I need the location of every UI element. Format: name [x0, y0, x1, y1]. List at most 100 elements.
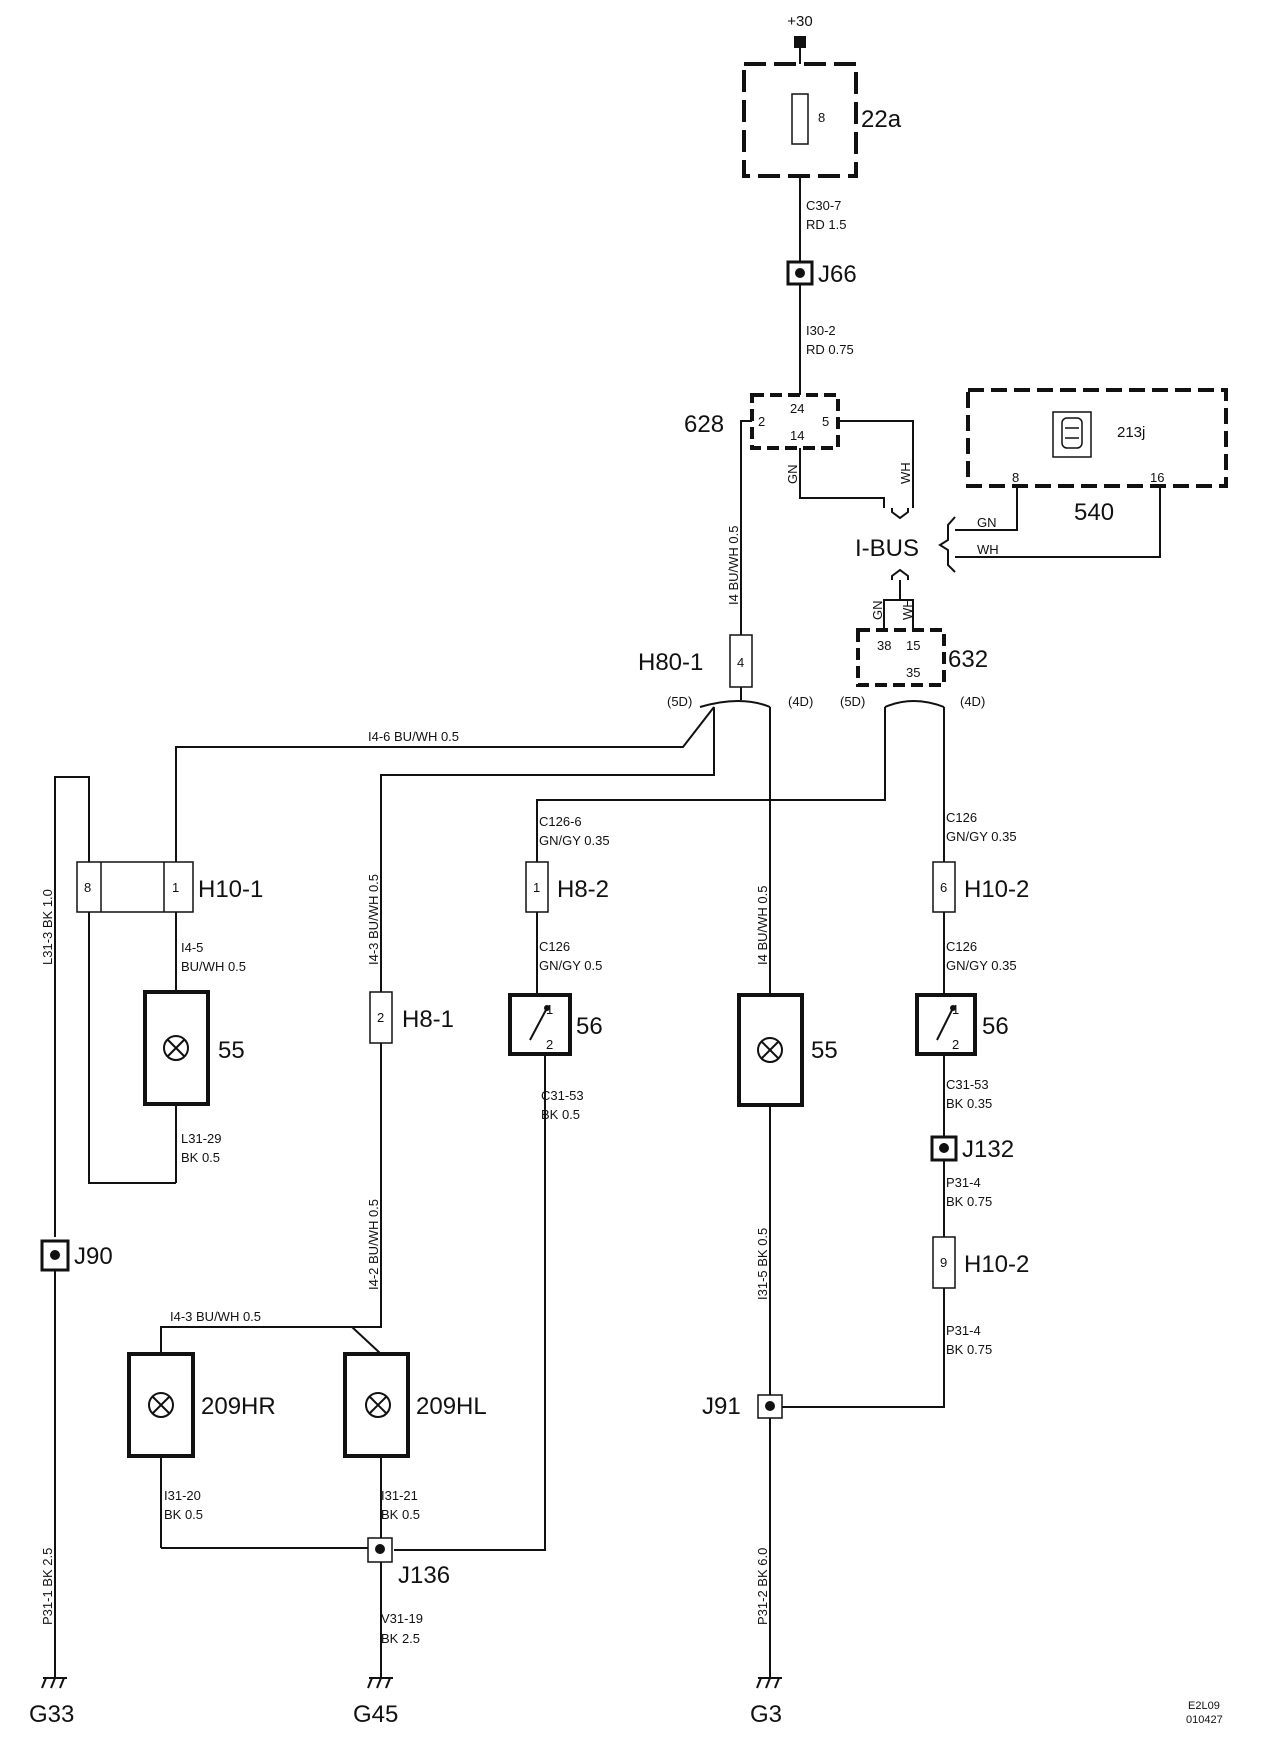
- h10-2-upper-label: H10-2: [964, 876, 1029, 903]
- wires: [54, 40, 1161, 1678]
- wire-label: C30-7: [806, 198, 841, 213]
- ibus-label: I-BUS: [855, 535, 919, 562]
- lamp-icon: [757, 1037, 783, 1063]
- c628-label: 628: [684, 411, 724, 438]
- diagram-date: 010427: [1186, 1714, 1223, 1726]
- wire-label: I31-20: [164, 1488, 201, 1503]
- pin-label: 1: [172, 880, 179, 895]
- car-icon-frame: [1052, 411, 1092, 458]
- variant-label: (5D): [840, 694, 865, 709]
- h8-1-connector: [369, 991, 393, 1044]
- wire-label: BK 0.5: [381, 1507, 420, 1522]
- switch-56-left: [508, 993, 572, 1056]
- splice-dot: [375, 1544, 385, 1554]
- fuse-number: 8: [818, 110, 825, 125]
- h8-1-label: H8-1: [402, 1006, 454, 1033]
- ground-icon: [756, 1677, 782, 1689]
- c540-label: 540: [1074, 499, 1114, 526]
- wire-label: I30-2: [806, 323, 836, 338]
- switch-56-left-label: 56: [576, 1013, 603, 1040]
- h10-2-lower-connector: [932, 1236, 956, 1289]
- h80-1-label: H80-1: [638, 649, 703, 676]
- wire-label: P31-1 BK 2.5: [40, 1548, 55, 1625]
- pin-label: 8: [84, 880, 91, 895]
- splice-dot: [765, 1401, 775, 1411]
- lamp-icon: [163, 1035, 189, 1061]
- wire-label: GN/GY 0.35: [946, 958, 1017, 973]
- wire-label: P31-2 BK 6.0: [755, 1548, 770, 1625]
- wire-label: GN/GY 0.5: [539, 958, 602, 973]
- wire-label: C126: [539, 939, 570, 954]
- pin-label: 2: [377, 1010, 384, 1025]
- c213j-label: 213j: [1117, 424, 1145, 441]
- wire-label: I4-6 BU/WH 0.5: [368, 729, 459, 744]
- wire-label: I4 BU/WH 0.5: [755, 886, 770, 965]
- lamp-55-mid-label: 55: [811, 1037, 838, 1064]
- ground-icon: [367, 1677, 393, 1689]
- wire-label: C126: [946, 810, 977, 825]
- pin-label: 8: [1012, 470, 1019, 485]
- pin-label: 14: [790, 428, 804, 443]
- module-540: [966, 388, 1228, 488]
- connector-628: [750, 393, 840, 450]
- wire-label: WH: [977, 542, 999, 557]
- j136-label: J136: [398, 1562, 450, 1589]
- fuse-icon: [791, 93, 809, 145]
- pin-label: 1: [546, 1002, 553, 1017]
- wire-label: I31-21: [381, 1488, 418, 1503]
- wire-label: WH: [898, 462, 913, 484]
- wire-label: P31-4: [946, 1175, 981, 1190]
- h10-2-upper-connector: [932, 861, 956, 913]
- splice-dot: [795, 268, 805, 278]
- wire-label: BK 0.75: [946, 1194, 992, 1209]
- wire-label: C31-53: [946, 1077, 989, 1092]
- ground-g3-label: G3: [750, 1701, 782, 1728]
- switch-icon: [936, 1005, 956, 1041]
- h10-1-label: H10-1: [198, 876, 263, 903]
- pin-label: 38: [877, 638, 891, 653]
- variant-label: (4D): [788, 694, 813, 709]
- supply-terminal: [794, 36, 806, 48]
- wire-label: BK 0.75: [946, 1342, 992, 1357]
- wire-label: BK 0.5: [181, 1150, 220, 1165]
- connector-632: [856, 628, 946, 687]
- wire-label: I4-2 BU/WH 0.5: [366, 1199, 381, 1290]
- pin-label: 24: [790, 401, 804, 416]
- h10-1-connector: [76, 861, 194, 913]
- lamp-209hr-label: 209HR: [201, 1393, 276, 1420]
- pin-label: 16: [1150, 470, 1164, 485]
- pin-label: 2: [952, 1037, 959, 1052]
- h8-2-connector: [525, 861, 549, 913]
- lamp-icon: [365, 1392, 391, 1418]
- j132-label: J132: [962, 1136, 1014, 1163]
- pin-label: 6: [940, 880, 947, 895]
- variant-label: (4D): [960, 694, 985, 709]
- wire-label: V31-19: [381, 1611, 423, 1626]
- h80-1-connector: [729, 634, 753, 688]
- pin-label: 2: [758, 414, 765, 429]
- pin-label: 2: [546, 1037, 553, 1052]
- wire-label: L31-29: [181, 1131, 221, 1146]
- wire-label: GN: [870, 601, 885, 621]
- pin-label: 15: [906, 638, 920, 653]
- wire-label: BU/WH 0.5: [181, 959, 246, 974]
- j90-label: J90: [74, 1243, 113, 1270]
- wire-label: GN/GY 0.35: [539, 833, 610, 848]
- lamp-209hr: [127, 1352, 195, 1458]
- splice-dot: [939, 1143, 949, 1153]
- wire-label: P31-4: [946, 1323, 981, 1338]
- wire-label: C126-6: [539, 814, 582, 829]
- wire-label: WH: [900, 598, 915, 620]
- diagram-code: E2L09: [1188, 1700, 1220, 1712]
- wire-label: C31-53: [541, 1088, 584, 1103]
- wire-label: GN/GY 0.35: [946, 829, 1017, 844]
- pin-label: 1: [533, 880, 540, 895]
- lamp-55-left-label: 55: [218, 1037, 245, 1064]
- ground-icon: [41, 1677, 67, 1689]
- wire-label: GN: [785, 465, 800, 485]
- h8-2-label: H8-2: [557, 876, 609, 903]
- switch-icon: [529, 1005, 550, 1041]
- supply-label: +30: [787, 13, 812, 30]
- pin-label: 35: [906, 665, 920, 680]
